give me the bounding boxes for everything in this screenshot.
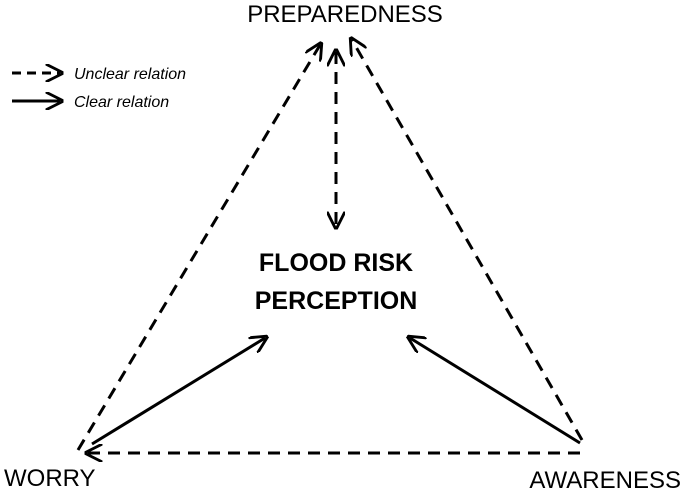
center-label-line1: FLOOD RISK	[259, 249, 413, 277]
node-worry: WORRY	[4, 465, 96, 492]
edge-awareness-to-perception	[410, 338, 581, 445]
edge-worry-to-perception	[91, 338, 265, 446]
center-label-line2: PERCEPTION	[255, 287, 418, 315]
node-preparedness: PREPAREDNESS	[247, 1, 443, 28]
legend: Unclear relation Clear relation	[12, 66, 186, 111]
legend-unclear-label: Unclear relation	[74, 66, 186, 83]
node-awareness: AWARENESS	[529, 467, 681, 492]
legend-clear-label: Clear relation	[74, 94, 169, 111]
edge-awareness-to-preparedness	[352, 40, 584, 441]
